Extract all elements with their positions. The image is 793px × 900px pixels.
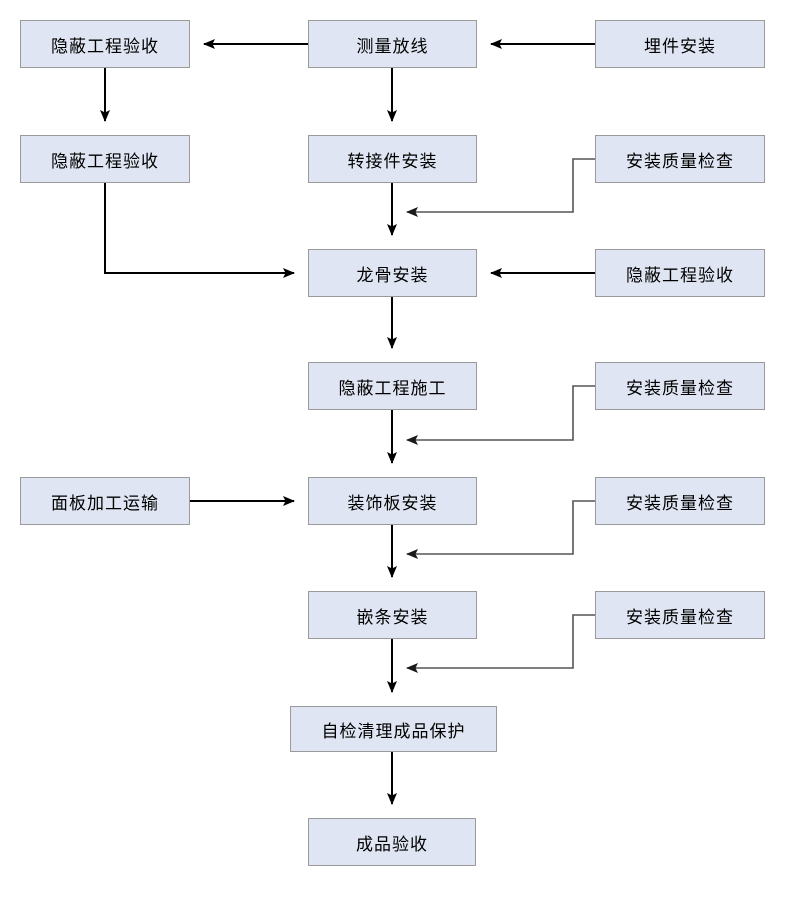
node-yinbi-gongcheng-yanshou-1[interactable]: 隐蔽工程验收 <box>20 20 190 68</box>
node-mianban-jiagong-yunshu[interactable]: 面板加工运输 <box>20 477 190 525</box>
node-anzhuang-zhiliang-jiancha-2[interactable]: 安装质量检查 <box>595 362 765 410</box>
node-maijian-anzhuang[interactable]: 埋件安装 <box>595 20 765 68</box>
node-anzhuang-zhiliang-jiancha-3[interactable]: 安装质量检查 <box>595 477 765 525</box>
node-yinbi-gongcheng-yanshou-3[interactable]: 隐蔽工程验收 <box>595 249 765 297</box>
edge-yinbi2-to-longgu <box>104 183 295 278</box>
node-chengpin-yanshou[interactable]: 成品验收 <box>308 818 476 866</box>
node-yinbi-gongcheng-yanshou-2[interactable]: 隐蔽工程验收 <box>20 135 190 183</box>
node-longgu-anzhuang[interactable]: 龙骨安装 <box>308 249 477 297</box>
node-zhuanjiejian-anzhuang[interactable]: 转接件安装 <box>308 135 477 183</box>
node-anzhuang-zhiliang-jiancha-1[interactable]: 安装质量检查 <box>595 135 765 183</box>
node-zhuangshiban-anzhuang[interactable]: 装饰板安装 <box>308 477 477 525</box>
node-qiantiao-anzhuang[interactable]: 嵌条安装 <box>308 591 477 639</box>
node-anzhuang-zhiliang-jiancha-4[interactable]: 安装质量检查 <box>595 591 765 639</box>
node-yinbi-gongcheng-shigong[interactable]: 隐蔽工程施工 <box>308 362 477 410</box>
node-zijian-qingli-chengpin-baohu[interactable]: 自检清理成品保护 <box>290 706 497 752</box>
node-celiang-fangxian[interactable]: 测量放线 <box>308 20 477 68</box>
